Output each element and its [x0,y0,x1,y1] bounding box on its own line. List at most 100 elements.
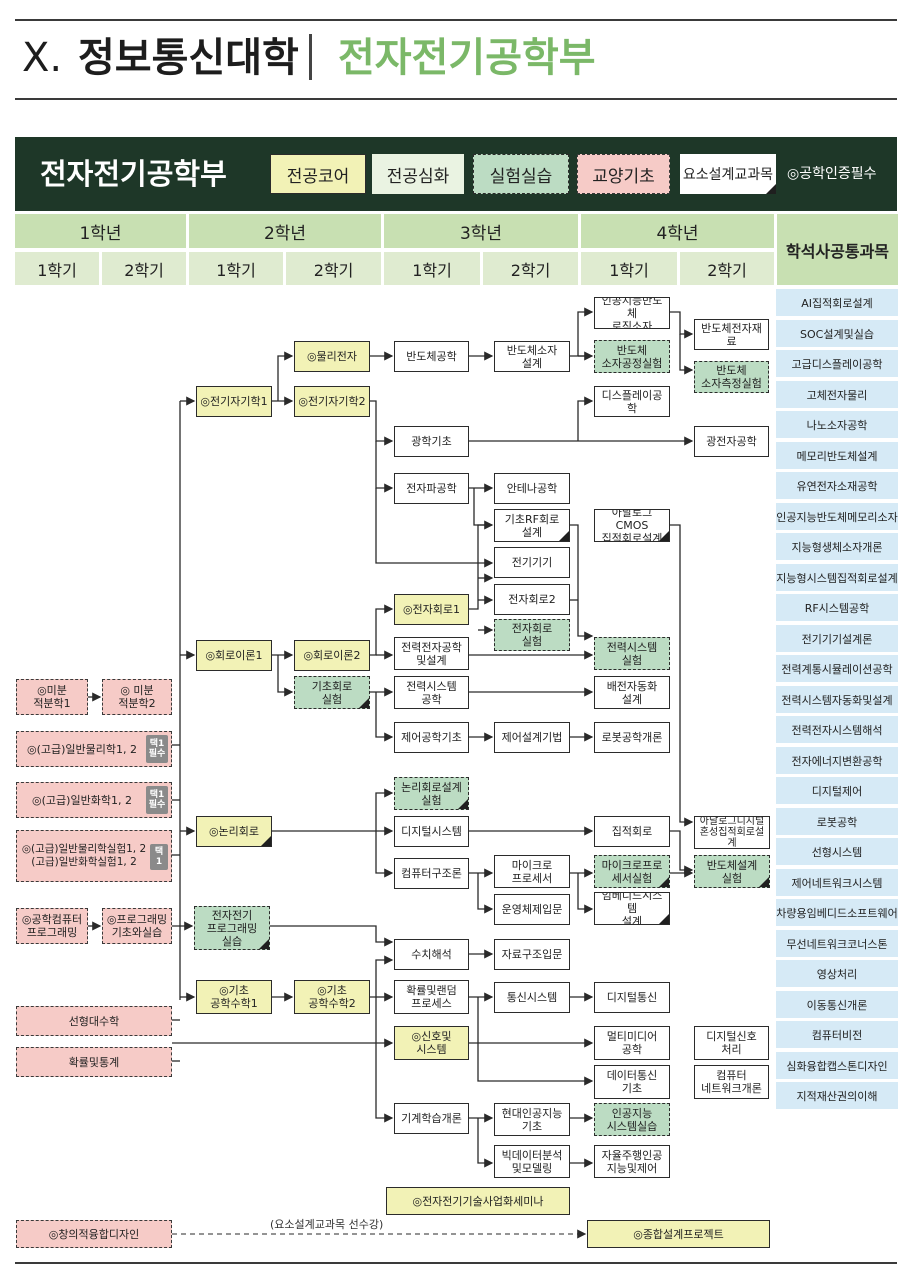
course-box: 전자전기 프로그래밍 실습 [194,906,270,950]
legend-core: 전공코어 [270,154,366,194]
semester-header: 1학기 [15,252,99,285]
course-box: 마이크로 프로세서 [494,855,570,888]
course-box: 제어공학기초 [394,722,469,753]
semester-header: 2학기 [483,252,578,285]
course-box: 안테나공학 [494,473,570,504]
course-box: 임베디드시스템 설계 [594,892,670,925]
bottom-rule [15,1262,897,1264]
semester-header: 2학기 [680,252,774,285]
course-box: ◎전자전기기술사업화세미나 [386,1187,570,1215]
grad-course: 제어네트워크시스템 [776,869,898,896]
grad-course: 유연전자소재공학 [776,472,898,499]
grad-course: 차량용임베디드소프트웨어 [776,899,898,926]
course-box: 논리회로설계 실험 [394,777,469,810]
grad-course: 심화융합캡스톤디자인 [776,1052,898,1079]
grad-course: 전기기기설계론 [776,625,898,652]
legend-lab: 실험실습 [473,154,569,194]
grad-course: 전자에너지변환공학 [776,747,898,774]
course-box: 자율주행인공 지능및제어 [594,1145,670,1178]
year-header-4: 4학년 [581,214,774,248]
course-box: 현대인공지능 기초 [494,1103,570,1136]
course-box: 전자파공학 [394,473,469,504]
course-box: 전력시스템 공학 [394,676,469,709]
title-rule [15,98,897,100]
course-box: ◎(고급)일반물리학실험1, 2 (고급)일반화학실험1, 2 [16,830,172,882]
course-box: 확률및랜덤 프로세스 [394,980,469,1014]
legend-design: 요소설계교과목 [680,154,776,194]
course-box: 컴퓨터 네트워크개론 [694,1065,769,1099]
course-box: 집적회로 [594,816,670,847]
course-box: ◎회로이론2 [294,640,370,671]
course-box: 기계학습개론 [394,1103,469,1134]
course-box: ◎기초 공학수학2 [294,980,370,1014]
legend-general: 교양기초 [577,154,670,194]
course-box: 빅데이터분석 및모델링 [494,1145,570,1178]
year-header-2: 2학년 [189,214,381,248]
course-box: 수치해석 [394,939,469,970]
chapter-number: X. [22,35,63,81]
course-box: 광학기초 [394,426,469,457]
year-header-3: 3학년 [384,214,578,248]
grad-course: 선형시스템 [776,838,898,865]
course-box: ◎신호및 시스템 [394,1026,469,1060]
course-box: 인공지능 시스템실습 [594,1103,670,1136]
course-box: 광전자공학 [694,426,769,457]
grad-course: 고체전자물리 [776,381,898,408]
course-box: 전자회로 실험 [494,619,570,651]
course-box: ◎논리회로 [196,816,272,847]
year-header-1: 1학년 [15,214,186,248]
grad-course: 고급디스플레이공학 [776,350,898,377]
course-box: 전자회로2 [494,584,570,615]
course-box: ◎ 미분 적분학2 [102,679,172,715]
semester-header: 1학기 [189,252,283,285]
grad-course: 전력계통시뮬레이션공학 [776,655,898,682]
course-box: 전기기기 [494,547,570,578]
grad-course: AI집적회로설계 [776,289,898,316]
choose-one-tag: 택1 필수 [146,786,168,814]
grad-course: 무선네트워크코너스톤 [776,930,898,957]
course-box: 통신시스템 [494,982,570,1013]
course-box: 전력시스템 실험 [594,637,670,670]
course-box: ◎물리전자 [294,341,370,372]
grad-course: 지적재산권의이해 [776,1082,898,1109]
choose-one-tag: 택1 필수 [146,735,168,763]
grad-course: RF시스템공학 [776,594,898,621]
course-box: 반도체전자재료 [694,319,769,350]
course-box: 멀티미디어 공학 [594,1026,670,1060]
legend-advanced: 전공심화 [372,154,464,194]
prerequisite-note: (요소설계교과목 선수강) [270,1218,384,1231]
grad-course: 이동통신개론 [776,991,898,1018]
course-box: ◎전자회로1 [394,594,469,625]
course-box: 기초회로 실험 [294,676,370,709]
course-box: 로봇공학개론 [594,722,670,753]
grad-course: 지능형생체소자개론 [776,533,898,560]
grad-course: 지능형시스템집적회로설계 [776,564,898,591]
course-box: ◎미분 적분학1 [16,679,88,715]
course-box: ◎공학컴퓨터 프로그래밍 [16,908,88,944]
course-box: ◎종합설계프로젝트 [587,1220,770,1248]
semester-header: 1학기 [581,252,677,285]
course-box: 마이크로프로 세서실험 [594,855,670,888]
course-box: 인공지능반도체 로직소자 [594,297,670,329]
banner-title: 전자전기공학부 [40,157,227,191]
grad-course: 전력전자시스템해석 [776,716,898,743]
grad-course: 전력시스템자동화및설계 [776,686,898,713]
college-title: 정보통신대학 [78,35,299,81]
semester-header: 1학기 [384,252,480,285]
course-box: 배전자동화 설계 [594,676,670,709]
course-box: ◎창의적융합디자인 [16,1220,172,1248]
course-box: 확률및통계 [16,1047,172,1077]
course-box: 자료구조입문 [494,939,570,970]
grad-course: 나노소자공학 [776,411,898,438]
grad-course: SOC설계및실습 [776,320,898,347]
grad-course: 인공지능반도체메모리소자 [776,503,898,530]
course-box: 반도체소자 설계 [494,341,570,372]
course-box: 반도체공학 [394,341,469,372]
department-title: 전자전기공학부 [338,35,596,81]
course-box: ◎기초 공학수학1 [196,980,272,1014]
grad-header: 학석사공통과목 [777,214,898,285]
title-divider [309,34,312,80]
legend-certification: ◎공학인증필수 [787,166,877,182]
grad-course: 로봇공학 [776,808,898,835]
